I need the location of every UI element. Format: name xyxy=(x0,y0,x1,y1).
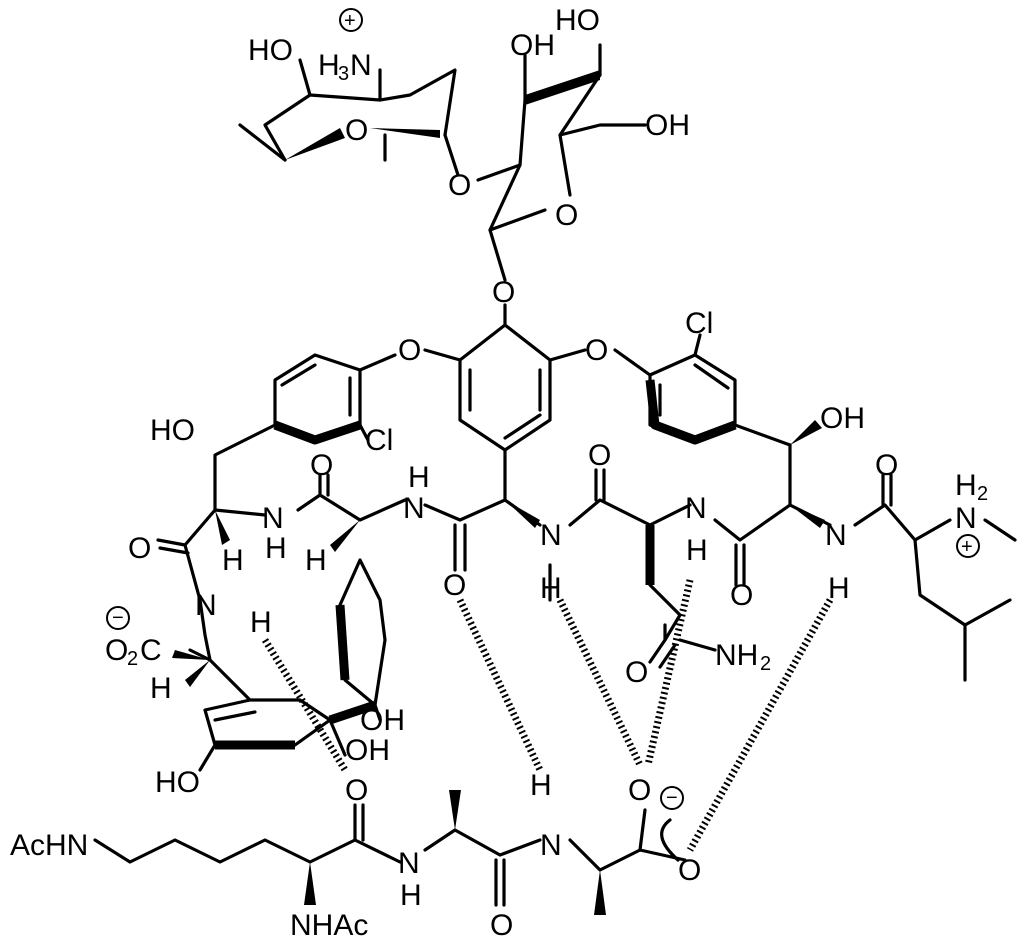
label-oh-2: OH xyxy=(645,109,690,142)
label-ring2-o: O xyxy=(555,199,578,232)
label-h-b: H xyxy=(265,532,287,565)
label-carboxylate-o-1: O xyxy=(628,774,651,807)
minus-sign-2: − xyxy=(666,787,678,809)
label-h-d: H xyxy=(305,544,327,577)
label-h-i: H xyxy=(150,672,172,705)
label-n-a: N xyxy=(403,492,425,525)
label-achn: AcHN xyxy=(10,829,88,862)
label-carbonyl-o-2: O xyxy=(128,532,151,565)
label-carbonyl-o-1: O xyxy=(310,449,333,482)
atom-labels: + HO H 3 N O HO OH OH O O O O O Cl Cl HO… xyxy=(10,4,988,942)
label-h-e: H xyxy=(686,534,708,567)
charge-markers xyxy=(106,8,980,810)
label-ho-1: HO xyxy=(248,34,293,67)
label-nh2-nh: NH xyxy=(715,639,758,672)
label-n-d: N xyxy=(685,492,707,525)
label-ho-3: HO xyxy=(150,414,195,447)
label-amine-n: N xyxy=(955,502,977,535)
label-carbonyl-o-4: O xyxy=(730,579,753,612)
minus-sign-1: − xyxy=(112,607,124,629)
label-n-b: N xyxy=(262,502,284,535)
label-carbonyl-o-3: O xyxy=(588,439,611,472)
label-h2-sub: 2 xyxy=(977,483,988,505)
label-o2c-sub: 2 xyxy=(127,648,138,670)
label-n-h: N xyxy=(398,847,420,880)
label-ho-2: HO xyxy=(555,4,600,37)
label-oh-4: OH xyxy=(360,704,405,737)
label-n-f: N xyxy=(195,589,217,622)
label-n-c: N xyxy=(540,519,562,552)
label-oh-3: OH xyxy=(820,402,865,435)
plus-sign: + xyxy=(344,10,356,32)
label-n-e: N xyxy=(825,519,847,552)
label-carbonyl-o-6: O xyxy=(443,569,466,602)
label-h-a: H xyxy=(408,461,430,494)
label-ether-left-o: O xyxy=(398,334,421,367)
label-cl-right: Cl xyxy=(685,307,713,340)
label-n-g: N xyxy=(540,829,562,862)
label-carbonyl-o-7: O xyxy=(490,909,513,942)
label-ether-right-o: O xyxy=(585,334,608,367)
label-nh2-sub: 2 xyxy=(760,653,771,675)
label-carbonyl-o-5: O xyxy=(875,449,898,482)
bond-skeleton xyxy=(93,43,1017,915)
label-nhac: NHAc xyxy=(290,909,368,942)
label-h-g: H xyxy=(828,572,850,605)
label-peptide-o: O xyxy=(345,774,368,807)
label-link-o: O xyxy=(448,169,471,202)
label-o2c-o: O xyxy=(105,634,128,667)
label-h-j: H xyxy=(530,769,552,802)
label-oh-5: OH xyxy=(345,734,390,767)
plus-sign-2: + xyxy=(961,536,973,558)
label-oh-1: OH xyxy=(510,29,555,62)
hydrogen-bonds xyxy=(262,579,834,852)
label-carboxylate-o-2: O xyxy=(678,854,701,887)
label-h-f: H xyxy=(540,572,562,605)
label-h-h: H xyxy=(250,606,272,639)
label-o2c-c: C xyxy=(140,634,162,667)
label-h-c: H xyxy=(222,544,244,577)
label-ring1-o: O xyxy=(345,114,368,147)
label-amide-o: O xyxy=(625,656,648,689)
label-h3n-n: N xyxy=(350,49,372,82)
label-h2-h: H xyxy=(955,469,977,502)
label-h3n-h: H xyxy=(318,49,340,82)
label-glyco-o: O xyxy=(492,276,515,309)
label-h-k: H xyxy=(400,879,422,912)
label-ho-4: HO xyxy=(155,766,200,799)
label-h3n-sub: 3 xyxy=(338,63,349,85)
label-cl-left: Cl xyxy=(365,424,393,457)
